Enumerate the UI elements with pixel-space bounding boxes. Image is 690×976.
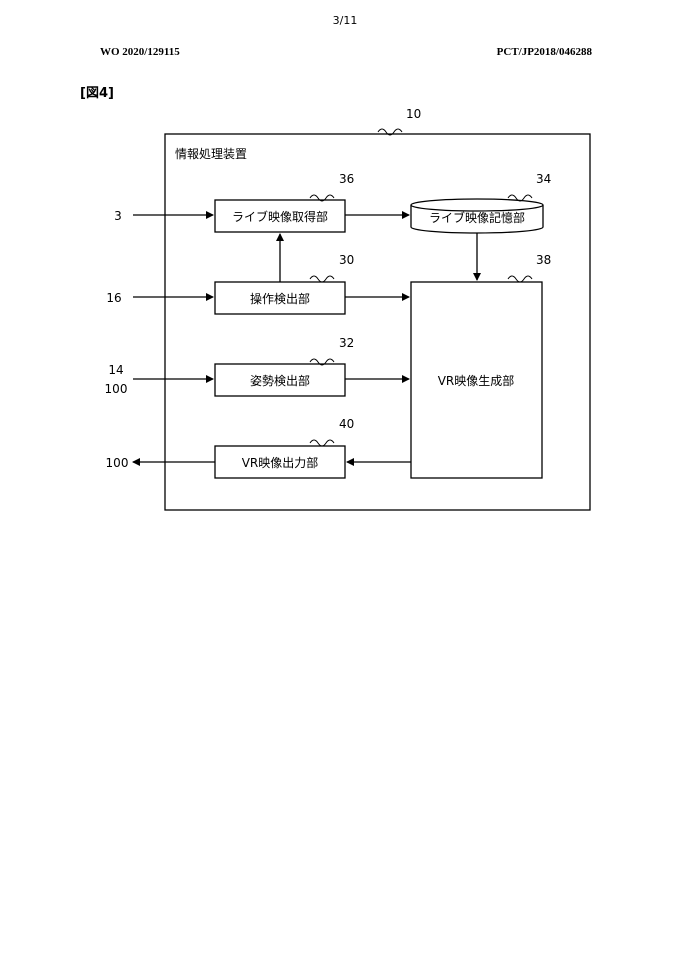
vr-output-ref: 40	[339, 417, 354, 431]
page-number: 3/11	[332, 14, 358, 27]
input-posture-ref-a: 14	[108, 363, 123, 377]
posture-detect-label: 姿勢検出部	[250, 373, 310, 388]
operation-detect-label: 操作検出部	[250, 291, 310, 306]
live-storage-top-rim	[410, 204, 544, 212]
posture-detect-ref-squiggle	[309, 358, 335, 366]
vr-generate-ref-squiggle	[507, 275, 533, 283]
live-acquire-label: ライブ映像取得部	[232, 209, 328, 224]
vr-output-label: VR映像出力部	[242, 455, 319, 470]
vr-output-block	[214, 445, 346, 479]
live-acquire-block	[214, 199, 346, 233]
input-live-ref: 3	[114, 209, 122, 223]
posture-detect-block	[214, 363, 346, 397]
posture-detect-ref: 32	[339, 336, 354, 350]
operation-detect-ref-squiggle	[309, 275, 335, 283]
device-title: 情報処理装置	[175, 147, 247, 161]
input-operation-ref: 16	[106, 291, 121, 305]
live-storage-ref: 34	[536, 172, 551, 186]
vr-output-ref-squiggle	[309, 439, 335, 447]
live-storage-ref-squiggle	[507, 194, 533, 202]
application-number: PCT/JP2018/046288	[496, 46, 592, 58]
live-acquire-ref: 36	[339, 172, 354, 186]
figure-label: [図4]	[80, 86, 114, 101]
vr-generate-ref: 38	[536, 253, 551, 267]
device-ref: 10	[406, 107, 421, 121]
device-ref-squiggle	[377, 128, 403, 136]
live-storage-label: ライブ映像記憶部	[429, 210, 525, 225]
publication-number: WO 2020/129115	[100, 46, 180, 58]
vr-generate-block	[410, 281, 543, 479]
live-acquire-ref-squiggle	[309, 194, 335, 202]
live-storage-block	[410, 198, 544, 234]
input-posture-ref-b: 100	[105, 382, 128, 396]
output-vr-ref: 100	[106, 456, 129, 470]
device-box	[164, 133, 591, 511]
vr-generate-label: VR映像生成部	[438, 373, 515, 388]
operation-detect-ref: 30	[339, 253, 354, 267]
